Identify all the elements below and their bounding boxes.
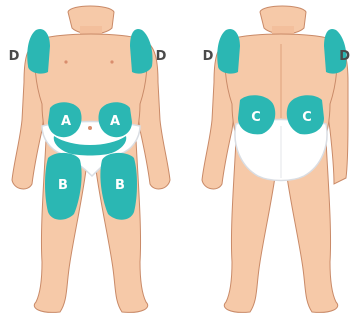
front-zone-d-right (130, 29, 153, 74)
front-label-d-right: D (156, 49, 167, 64)
front-view: D D A A B B (9, 6, 170, 312)
front-navel (88, 126, 92, 130)
front-nipple-left (64, 60, 67, 63)
front-label-b-right: B (115, 178, 125, 193)
back-label-d-right: D (339, 49, 350, 64)
front-label-d-left: D (9, 49, 20, 64)
back-label-d-left: D (203, 49, 214, 64)
front-label-a-right: A (110, 114, 120, 129)
back-label-c-right: C (302, 110, 312, 125)
front-label-b-left: B (58, 178, 68, 193)
back-view: D D C C (202, 6, 350, 312)
front-label-a-left: A (61, 114, 71, 129)
back-zone-d-left (217, 29, 240, 74)
back-label-c-left: C (251, 110, 261, 125)
front-zone-d-left (27, 29, 50, 74)
front-nipple-right (110, 60, 113, 63)
